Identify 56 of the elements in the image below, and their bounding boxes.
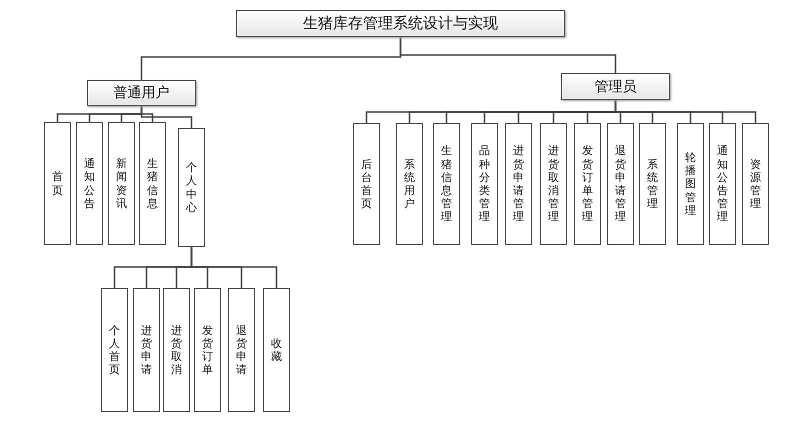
module-box (505, 123, 532, 245)
module-box (433, 123, 460, 245)
box-label: 轮播图管理 (685, 151, 696, 217)
module-box (194, 288, 221, 412)
box-label: 首页 (52, 170, 63, 197)
box-label: 后台首页 (361, 158, 372, 210)
box-label: 系统用户 (404, 158, 415, 210)
box-label: 通知公告 (84, 157, 95, 210)
module-box (108, 122, 135, 245)
module-box (709, 123, 736, 245)
box-label: 生猪信息 (147, 157, 158, 210)
category-box (236, 10, 565, 37)
box-label: 普通用户 (114, 84, 170, 102)
module-box (742, 123, 769, 245)
box-label: 收藏 (271, 336, 282, 364)
module-box (607, 123, 634, 245)
module-box (677, 123, 704, 245)
box-label: 发货订单 (202, 324, 213, 376)
box-label: 系统管理 (647, 158, 658, 210)
box-label: 进货取消管理 (548, 144, 559, 224)
connector-line (140, 106, 192, 128)
box-label: 生猪库存管理系统设计与实现 (303, 14, 498, 33)
box-label: 进货申请 (141, 324, 152, 376)
box-label: 进货申请管理 (513, 144, 524, 224)
connector-line (614, 100, 756, 123)
box-label: 退货申请 (236, 324, 247, 376)
connector-line (400, 37, 616, 73)
module-box (540, 123, 567, 245)
box-label: 管理员 (594, 78, 636, 96)
box-label: 资源管理 (750, 158, 761, 210)
module-box (471, 123, 498, 245)
box-label: 品种分类管理 (479, 144, 490, 224)
box-label: 退货申请管理 (615, 144, 626, 224)
category-box (87, 80, 196, 106)
category-box (561, 73, 670, 100)
module-box (396, 123, 423, 245)
module-box (178, 128, 205, 247)
module-box (353, 123, 380, 245)
box-label: 新闻资讯 (116, 157, 127, 210)
module-box (101, 288, 128, 412)
module-box (574, 123, 601, 245)
module-box (228, 288, 255, 412)
module-box (139, 122, 166, 245)
module-box (44, 122, 71, 245)
box-label: 生猪信息管理 (441, 144, 452, 224)
box-label: 个人首页 (109, 324, 120, 376)
connector-line (190, 247, 278, 288)
module-box (163, 288, 190, 412)
module-box (263, 288, 290, 412)
module-box (133, 288, 160, 412)
box-label: 进货取消 (171, 324, 182, 376)
box-label: 通知公告管理 (717, 144, 728, 224)
module-box (639, 123, 666, 245)
box-label: 个人中心 (186, 161, 197, 214)
module-box (76, 122, 103, 245)
box-label: 发货订单管理 (582, 144, 593, 224)
